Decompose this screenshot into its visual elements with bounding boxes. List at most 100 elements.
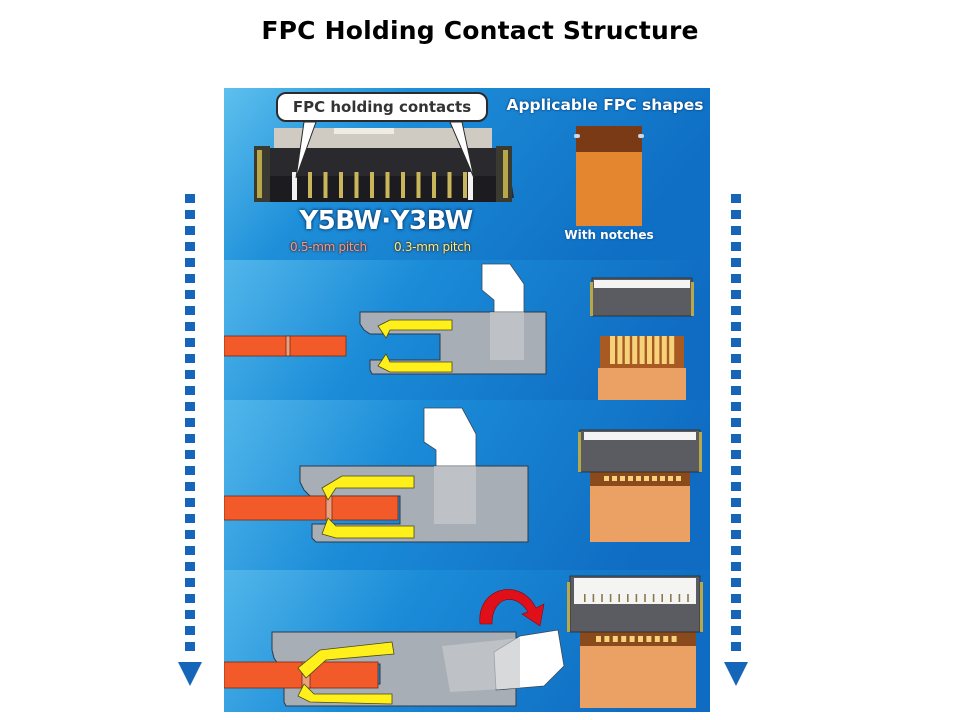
arrow-dot [185, 226, 195, 235]
arrow-dot [731, 386, 741, 395]
arrow-dot [731, 626, 741, 635]
connector-pin [308, 172, 312, 198]
contact-pad [596, 636, 601, 642]
contact-pad [663, 636, 669, 642]
arrow-dot [185, 498, 195, 507]
arrow-dot [731, 594, 741, 603]
contact-tine [644, 594, 646, 602]
upper-holding-contact [297, 641, 395, 679]
contact-tine [584, 594, 586, 602]
arrow-dot [185, 578, 195, 587]
connector-pin [323, 172, 328, 198]
step-1-panel [224, 260, 710, 400]
arrow-dot [731, 514, 741, 523]
fpc-contact-finger [669, 336, 675, 364]
upper-holding-contact [377, 319, 453, 339]
contact-pad [644, 476, 649, 481]
lower-holding-contact [377, 353, 453, 373]
arrow-dot [185, 530, 195, 539]
contact-tine [601, 594, 603, 602]
contact-pad [612, 476, 617, 481]
arrow-dot [731, 546, 741, 555]
contact-pad [628, 476, 633, 481]
fpc-contact-finger [617, 336, 623, 364]
arrow-dot [731, 450, 741, 459]
connector-locked-view [567, 575, 703, 708]
connector-pin [385, 172, 390, 198]
arrow-dot [731, 290, 741, 299]
step-2-panel [224, 400, 710, 570]
arrow-dot [185, 194, 195, 203]
arrow-dot [185, 642, 195, 651]
pitch-label-03: 0.3-mm pitch [394, 240, 471, 254]
contact-tine [618, 594, 620, 602]
arrow-dot [185, 210, 195, 219]
arrow-dot [731, 482, 741, 491]
rotate-arrow-icon [479, 589, 545, 627]
connector-pin [339, 172, 343, 198]
contact-tine [635, 594, 638, 602]
contact-pad [676, 476, 681, 481]
contact-tine [592, 594, 595, 602]
with-notches-label: With notches [564, 228, 654, 242]
fpc-cable [224, 495, 399, 521]
contact-tine [687, 594, 689, 602]
connector-pin [354, 172, 359, 198]
connector-pin [463, 172, 467, 198]
arrow-dot [185, 306, 195, 315]
arrow-dot [731, 210, 741, 219]
model-name: Y5BW·Y3BW [299, 206, 473, 236]
arrow-dot [185, 562, 195, 571]
lower-holding-contact [297, 683, 393, 705]
contact-tine [609, 594, 612, 602]
contact-pad [652, 476, 657, 481]
arrow-dot [185, 434, 195, 443]
arrow-dot [731, 402, 741, 411]
page-title: FPC Holding Contact Structure [261, 16, 699, 45]
fpc-structure-figure: FPC holding contacts Applicable FPC shap… [224, 88, 710, 712]
fpc-top-view [598, 336, 686, 400]
step-3-panel [224, 570, 710, 712]
arrow-dot [731, 418, 741, 427]
fpc-contact-finger [639, 336, 645, 364]
arrow-dot [185, 386, 195, 395]
arrow-dot [731, 466, 741, 475]
arrow-dot [731, 562, 741, 571]
arrow-dot [731, 226, 741, 235]
arrow-dot [185, 322, 195, 331]
arrow-head [178, 662, 202, 686]
connector-pin [370, 172, 374, 198]
contact-tine [661, 594, 663, 602]
arrow-dot [731, 434, 741, 443]
arrow-dot [185, 290, 195, 299]
arrow-dot [731, 306, 741, 315]
arrow-dot [185, 402, 195, 411]
holding-contacts-callout: FPC holding contacts [276, 92, 488, 122]
contact-tine [627, 594, 629, 602]
contact-pad [604, 476, 609, 481]
connector-pin [416, 172, 421, 198]
contact-tine [652, 594, 655, 602]
arrow-dot [731, 194, 741, 203]
contact-pad [668, 476, 673, 481]
arrow-dot [185, 242, 195, 251]
flow-arrow-right-icon [724, 194, 748, 686]
arrow-dot [185, 626, 195, 635]
fpc-cable [224, 335, 347, 357]
arrow-dot [731, 242, 741, 251]
contact-pad [612, 636, 618, 642]
connector-top-view [590, 277, 694, 317]
arrow-dot [731, 642, 741, 651]
fpc-notched-shape [574, 126, 644, 226]
pitch-label-05: 0.5-mm pitch [290, 240, 367, 254]
connector-3d-image [254, 121, 514, 202]
overview-panel: FPC holding contacts Applicable FPC shap… [224, 88, 710, 260]
lower-holding-contact [321, 517, 415, 539]
arrow-dot [731, 498, 741, 507]
contact-pad [660, 476, 665, 481]
contact-pad [636, 476, 641, 481]
arrow-dot [731, 322, 741, 331]
arrow-dot [185, 274, 195, 283]
arrow-dot [731, 370, 741, 379]
connector-pin [432, 172, 436, 198]
